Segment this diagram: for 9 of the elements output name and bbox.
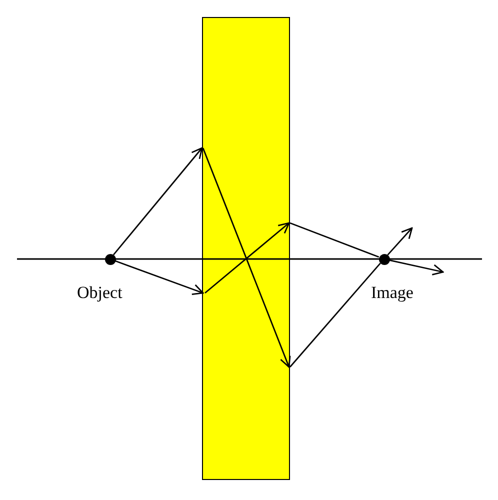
light-ray [387, 227, 413, 256]
glass-slab [202, 17, 290, 480]
light-ray [114, 260, 204, 295]
point-label: Image [371, 283, 414, 303]
point-label: Object [77, 283, 122, 303]
light-ray [389, 260, 444, 276]
light-ray [290, 222, 380, 258]
light-ray [289, 262, 381, 368]
light-ray [112, 147, 203, 256]
